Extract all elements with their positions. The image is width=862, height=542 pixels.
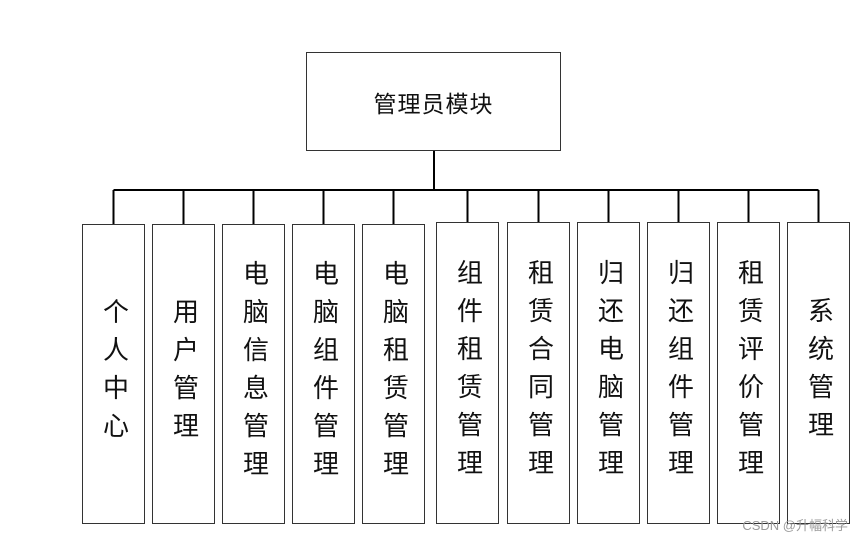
root-node-admin-module: 管理员模块 bbox=[306, 52, 561, 151]
module-label: 电脑信息管理 bbox=[238, 260, 269, 488]
module-node-personal-center: 个人中心 bbox=[82, 224, 145, 524]
root-node-label: 管理员模块 bbox=[373, 91, 494, 118]
module-node-rental-review-management: 租赁评价管理 bbox=[717, 222, 780, 524]
module-label: 电脑租赁管理 bbox=[378, 260, 409, 488]
module-node-component-return-management: 归还组件管理 bbox=[647, 222, 710, 524]
module-label: 个人中心 bbox=[98, 298, 129, 450]
module-node-computer-component-management: 电脑组件管理 bbox=[292, 224, 355, 524]
module-label: 归还组件管理 bbox=[663, 259, 694, 487]
module-label: 租赁评价管理 bbox=[733, 259, 764, 487]
module-label: 电脑组件管理 bbox=[308, 260, 339, 488]
module-label: 组件租赁管理 bbox=[452, 259, 483, 487]
module-label: 用户管理 bbox=[168, 298, 199, 450]
module-node-computer-info-management: 电脑信息管理 bbox=[222, 224, 285, 524]
module-label: 租赁合同管理 bbox=[523, 259, 554, 487]
watermark: CSDN @升幅科学 bbox=[742, 518, 848, 533]
module-node-computer-rental-management: 电脑租赁管理 bbox=[362, 224, 425, 524]
module-label: 系统管理 bbox=[803, 297, 834, 449]
module-node-computer-return-management: 归还电脑管理 bbox=[577, 222, 640, 524]
module-node-user-management: 用户管理 bbox=[152, 224, 215, 524]
module-node-component-rental-management: 组件租赁管理 bbox=[436, 222, 499, 524]
module-node-system-management: 系统管理 bbox=[787, 222, 850, 524]
module-label: 归还电脑管理 bbox=[593, 259, 624, 487]
module-node-rental-contract-management: 租赁合同管理 bbox=[507, 222, 570, 524]
